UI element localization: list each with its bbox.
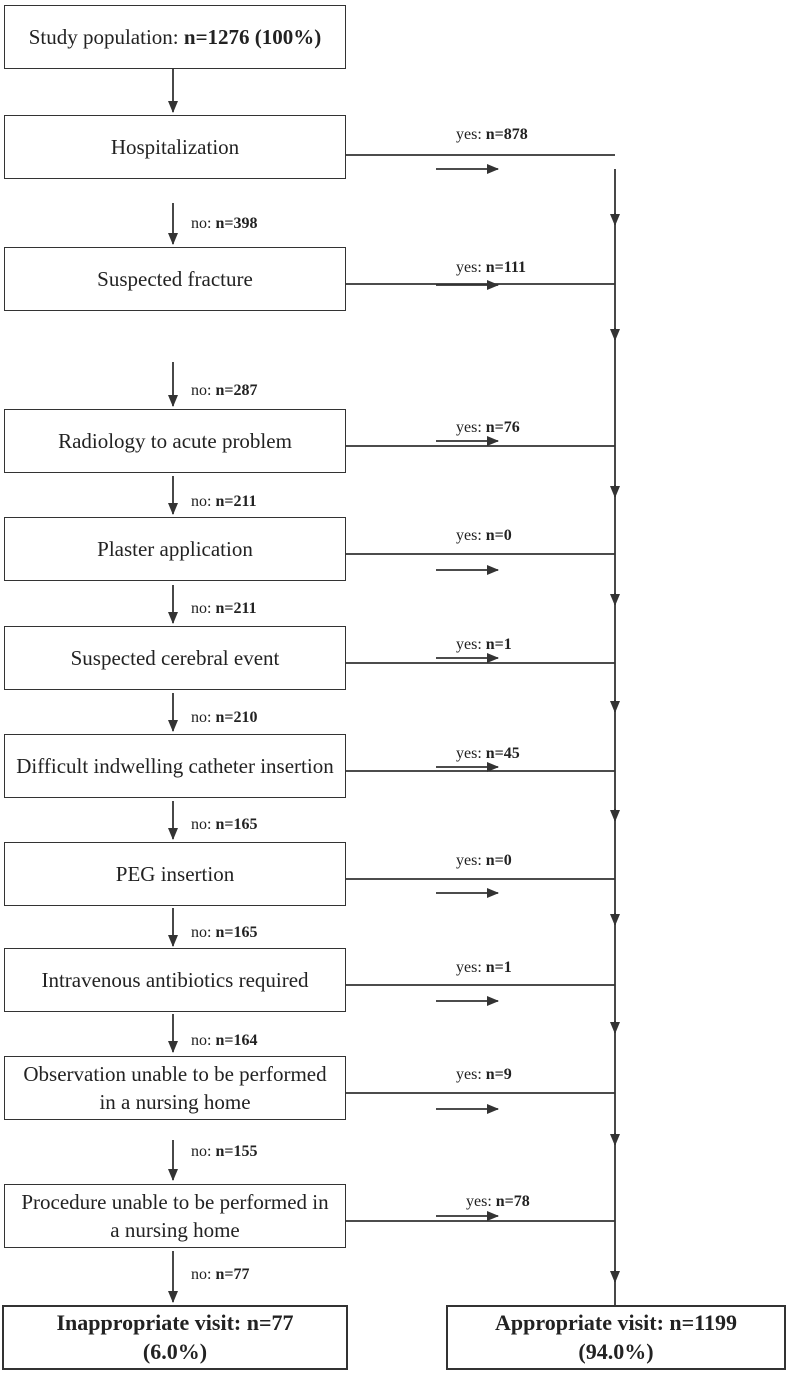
yes-count: n=0 [485, 852, 512, 869]
no-prefix: no: [191, 1143, 216, 1160]
no-prefix: no: [191, 215, 216, 232]
no-count-label: no: n=164 [191, 1032, 257, 1050]
yes-prefix: yes: [456, 745, 486, 762]
yes-count: n=0 [485, 527, 512, 544]
yes-prefix: yes: [456, 527, 486, 544]
no-prefix: no: [191, 1032, 216, 1049]
study-population-box: Study population: n=1276 (100%) [4, 5, 346, 69]
appropriate-visit-label: Appropriate visit: n=1199 (94.0%) [495, 1309, 737, 1364]
no-prefix: no: [191, 816, 216, 833]
yes-count: n=76 [485, 419, 520, 436]
yes-prefix: yes: [456, 636, 486, 653]
yes-count-label: yes: n=1 [456, 636, 566, 654]
no-count: n=287 [215, 382, 258, 399]
yes-prefix: yes: [456, 126, 486, 143]
decision-label: Difficult indwelling catheter insertion [16, 753, 334, 778]
yes-prefix: yes: [456, 1066, 486, 1083]
no-count: n=211 [215, 600, 257, 617]
yes-count-label: yes: n=0 [456, 527, 566, 545]
appropriate-visit-box: Appropriate visit: n=1199 (94.0%) [446, 1305, 786, 1370]
decision-label: Observation unable to be performed in a … [23, 1061, 327, 1114]
yes-count: n=9 [485, 1066, 512, 1083]
no-count-label: no: n=287 [191, 382, 257, 400]
no-count: n=155 [215, 1143, 258, 1160]
yes-prefix: yes: [456, 419, 486, 436]
decision-box: Intravenous antibiotics required [4, 948, 346, 1012]
decision-label: PEG insertion [115, 861, 235, 886]
decision-label: Radiology to acute problem [58, 428, 292, 453]
yes-count-label: yes: n=0 [456, 852, 566, 870]
no-prefix: no: [191, 382, 216, 399]
decision-box: Difficult indwelling catheter insertion [4, 734, 346, 798]
yes-count: n=1 [485, 636, 512, 653]
yes-count: n=78 [495, 1193, 530, 1210]
no-count-label: no: n=77 [191, 1266, 249, 1284]
decision-box: PEG insertion [4, 842, 346, 906]
decision-box: Plaster application [4, 517, 346, 581]
decision-label: Suspected fracture [97, 266, 253, 291]
yes-count-label: yes: n=76 [456, 419, 566, 437]
decision-label: Intravenous antibiotics required [41, 967, 309, 992]
decision-label: Hospitalization [110, 134, 240, 159]
no-count-label: no: n=211 [191, 493, 257, 511]
decision-label: Suspected cerebral event [70, 645, 280, 670]
yes-count: n=45 [485, 745, 520, 762]
yes-count-label: yes: n=9 [456, 1066, 566, 1084]
yes-prefix: yes: [456, 959, 486, 976]
no-prefix: no: [191, 493, 216, 510]
no-count: n=165 [215, 924, 258, 941]
no-count: n=165 [215, 816, 258, 833]
yes-count: n=1 [485, 959, 512, 976]
decision-label: Plaster application [97, 536, 253, 561]
yes-count-label: yes: n=878 [456, 126, 566, 144]
decision-box: Suspected fracture [4, 247, 346, 311]
no-count-label: no: n=165 [191, 924, 257, 942]
no-count: n=211 [215, 493, 257, 510]
no-count: n=164 [215, 1032, 258, 1049]
decision-label: Procedure unable to be performed in a nu… [21, 1189, 329, 1242]
yes-count-label: yes: n=78 [466, 1193, 576, 1211]
yes-prefix: yes: [456, 852, 486, 869]
study-population-prefix: Study population: [28, 24, 184, 49]
no-prefix: no: [191, 600, 216, 617]
decision-box: Procedure unable to be performed in a nu… [4, 1184, 346, 1248]
inappropriate-visit-box: Inappropriate visit: n=77 (6.0%) [2, 1305, 348, 1370]
yes-prefix: yes: [466, 1193, 496, 1210]
no-count-label: no: n=210 [191, 709, 257, 727]
decision-box: Radiology to acute problem [4, 409, 346, 473]
no-prefix: no: [191, 1266, 216, 1283]
decision-box: Hospitalization [4, 115, 346, 179]
decision-box: Suspected cerebral event [4, 626, 346, 690]
no-prefix: no: [191, 709, 216, 726]
no-count-label: no: n=165 [191, 816, 257, 834]
inappropriate-visit-label: Inappropriate visit: n=77 (6.0%) [56, 1309, 294, 1364]
decision-box: Observation unable to be performed in a … [4, 1056, 346, 1120]
no-count-label: no: n=398 [191, 215, 257, 233]
yes-count: n=878 [485, 126, 528, 143]
no-count: n=77 [215, 1266, 250, 1283]
yes-prefix: yes: [456, 259, 486, 276]
no-count: n=398 [215, 215, 258, 232]
yes-count-label: yes: n=45 [456, 745, 566, 763]
no-prefix: no: [191, 924, 216, 941]
yes-count-label: yes: n=111 [456, 259, 566, 277]
no-count-label: no: n=211 [191, 600, 257, 618]
study-population-count: n=1276 (100%) [183, 24, 322, 49]
no-count-label: no: n=155 [191, 1143, 257, 1161]
no-count: n=210 [215, 709, 258, 726]
yes-count-label: yes: n=1 [456, 959, 566, 977]
yes-count: n=111 [485, 259, 527, 276]
